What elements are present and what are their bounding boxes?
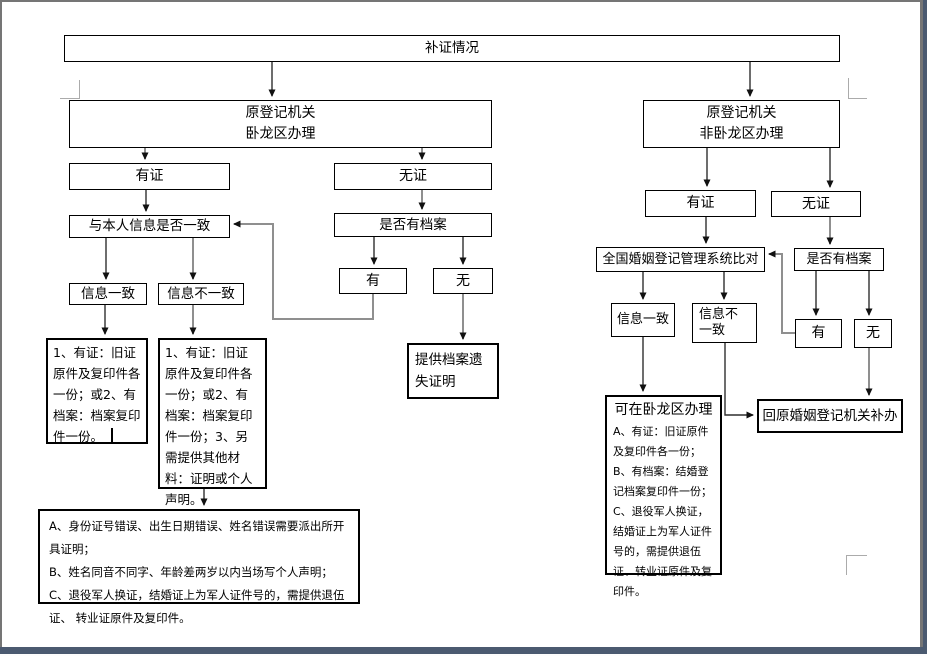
page-border-top (0, 0, 927, 2)
shape-lost-proof[interactable]: 提供档案遗失证明 (407, 343, 499, 399)
boundary-mark-top-right-h (848, 98, 867, 99)
left-no-cert-label: 无证 (399, 168, 427, 185)
shape-return-origin[interactable]: 回原婚姻登记机关补办 (757, 399, 903, 433)
note-c: C、退役军人换证，结婚证上为军人证件号的，需提供退伍证、 转业证原件及复印件。 (49, 588, 345, 625)
left-info-diff-label: 信息不一致 (167, 285, 235, 302)
window-frame-bottom (0, 647, 927, 654)
boundary-mark-top-left-h (60, 98, 80, 99)
right-info-diff-label: 信息不一致 (699, 307, 739, 338)
connector-diff-to-return (724, 343, 754, 419)
right-branch-line1: 原登记机关 (706, 105, 777, 121)
shape-detail-same[interactable]: 1、有证：旧证原件及复印件各一份；或2、有档案：档案复印件一份。 (46, 338, 148, 444)
shape-right-no-cert[interactable]: 无证 (771, 191, 861, 217)
wolong-item-b: B、有档案：结婚登记档案复印件一份； (613, 465, 712, 498)
connector-yes-back-to-national (768, 250, 795, 334)
shape-right-archive-yes[interactable]: 有 (795, 319, 842, 348)
right-has-cert-label: 有证 (686, 195, 715, 212)
return-origin-label: 回原婚姻登记机关补办 (762, 407, 898, 424)
shape-left-no-cert[interactable]: 无证 (334, 163, 492, 190)
shape-wolong-ok[interactable]: 可在卧龙区办理 A、有证：旧证原件及复印件各一份； B、有档案：结婚登记档案复印… (605, 395, 722, 598)
left-archive-no-label: 无 (456, 272, 470, 289)
left-info-same-label: 信息一致 (81, 285, 135, 302)
shape-left-archive-yes[interactable]: 有 (339, 268, 407, 294)
shape-right-info-same[interactable]: 信息一致 (611, 303, 675, 337)
note-b: B、姓名同音不同字、年龄差两岁以内当场写个人声明； (49, 565, 333, 579)
shape-detail-diff[interactable]: 1、有证：旧证原件及复印件各一份；或2、有档案：档案复印件一份；3、另需提供其他… (158, 338, 267, 507)
shape-left-archive-question[interactable]: 是否有档案 (334, 213, 492, 237)
shape-right-info-diff[interactable]: 信息不一致 (692, 303, 757, 343)
detail-same-item2: 2、有档案：档案复印件一份。 (53, 387, 141, 444)
detail-diff-item1: 1、有证：旧证原件及复印件各一份；或 (165, 345, 253, 402)
shape-right-archive-question[interactable]: 是否有档案 (794, 248, 884, 271)
title-label: 补证情况 (425, 40, 479, 57)
detail-same-item1: 1、有证：旧证原件及复印件各一份；或 (53, 345, 141, 402)
right-info-same-label: 信息一致 (616, 312, 669, 328)
left-has-cert-label: 有证 (135, 168, 164, 185)
shape-left-branch[interactable]: 原登记机关 卧龙区办理 (69, 100, 492, 148)
national-check-label: 全国婚姻登记管理系统比对 (602, 251, 759, 267)
detail-diff-item3: 3、另需提供其他材料：证明或个人声明。 (165, 429, 253, 507)
lost-proof-label: 提供档案遗失证明 (415, 352, 483, 390)
shape-national-check[interactable]: 全国婚姻登记管理系统比对 (596, 247, 765, 272)
boundary-mark-top-left-v (79, 80, 80, 99)
page-bottom-white-strip (0, 654, 927, 656)
right-no-cert-label: 无证 (802, 195, 830, 212)
shape-left-info-diff[interactable]: 信息不一致 (158, 283, 244, 305)
left-branch-line2: 卧龙区办理 (245, 126, 316, 142)
boundary-mark-top-right-v (848, 78, 849, 99)
window-frame-right (923, 0, 927, 656)
wolong-title: 可在卧龙区办理 (614, 402, 713, 418)
right-archive-no-label: 无 (866, 325, 880, 342)
page-border-right (920, 0, 923, 656)
shape-notes[interactable]: A、身份证号错误、出生日期错误、姓名错误需要派出所开具证明； B、姓名同音不同字… (38, 509, 360, 625)
shape-left-match-question[interactable]: 与本人信息是否一致 (69, 215, 230, 238)
shape-left-archive-no[interactable]: 无 (433, 268, 493, 294)
note-a: A、身份证号错误、出生日期错误、姓名错误需要派出所开具证明； (49, 519, 345, 556)
wolong-item-a: A、有证：旧证原件及复印件各一份； (613, 425, 709, 458)
left-archive-question-label: 是否有档案 (379, 216, 447, 233)
left-branch-line1: 原登记机关 (245, 105, 316, 121)
right-archive-question-label: 是否有档案 (806, 251, 872, 267)
shape-right-branch[interactable]: 原登记机关 非卧龙区办理 (643, 100, 840, 148)
wolong-item-c: C、退役军人换证，结婚证上为军人证件号的，需提供退伍证、转业证原件及复印件。 (613, 505, 712, 598)
boundary-mark-bottom-right-v (846, 555, 847, 575)
boundary-mark-bottom-right-h (846, 555, 867, 556)
left-archive-yes-label: 有 (366, 272, 380, 289)
page-border-left (0, 0, 2, 656)
shape-title[interactable]: 补证情况 (64, 35, 840, 62)
text-cursor (111, 428, 114, 443)
left-match-question-label: 与本人信息是否一致 (88, 218, 211, 235)
shape-right-has-cert[interactable]: 有证 (645, 190, 756, 217)
shape-left-info-same[interactable]: 信息一致 (69, 283, 147, 305)
right-branch-line2: 非卧龙区办理 (699, 126, 784, 142)
detail-diff-item2: 2、有档案：档案复印件一份； (165, 387, 253, 444)
right-archive-yes-label: 有 (811, 325, 826, 342)
shape-left-has-cert[interactable]: 有证 (69, 163, 230, 190)
shape-right-archive-no[interactable]: 无 (854, 319, 892, 348)
